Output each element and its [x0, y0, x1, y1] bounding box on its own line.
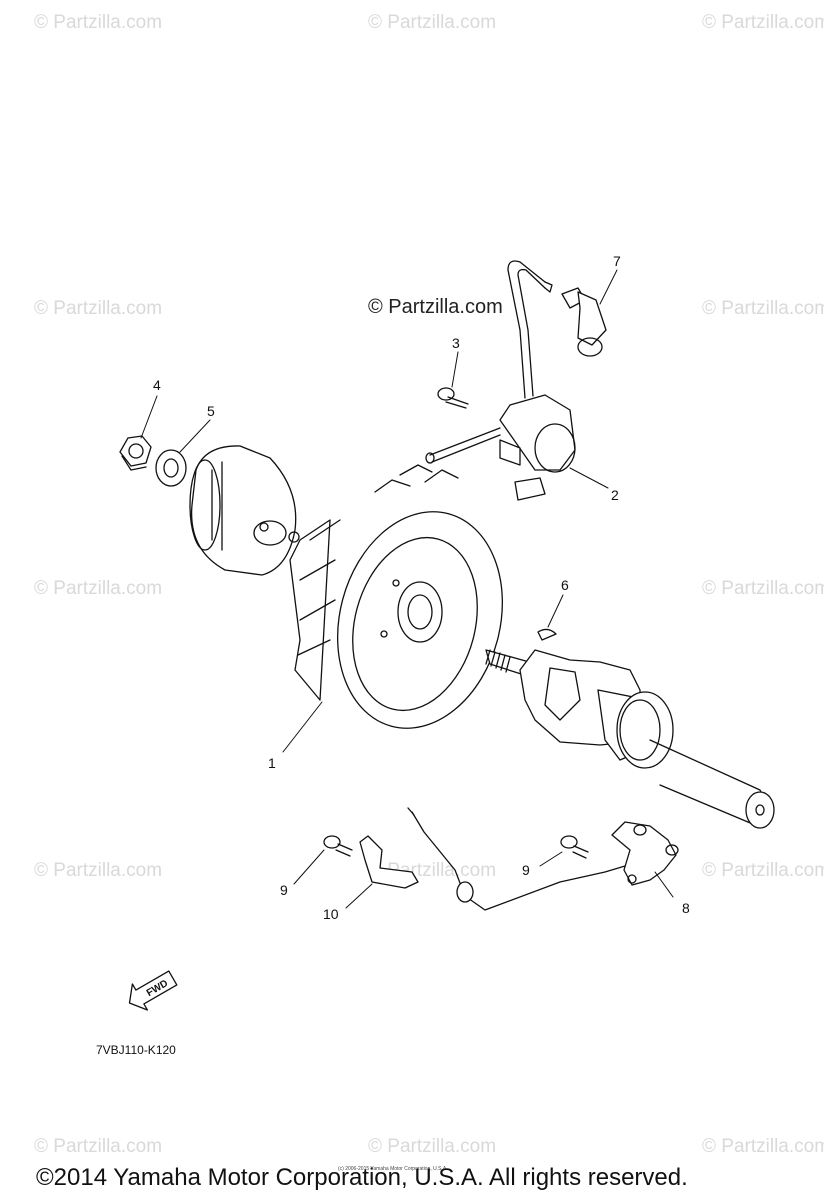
watermark-top-left: © Partzilla.com — [34, 12, 163, 33]
part-ignition-coil[interactable] — [425, 260, 576, 501]
watermark-row4-left: © Partzilla.com — [34, 860, 163, 881]
part-flywheel[interactable] — [289, 464, 526, 747]
watermark-bottom-center: © Partzilla.com — [368, 1136, 497, 1157]
watermark-bottom-left: © Partzilla.com — [34, 1136, 163, 1157]
fwd-arrow-icon: FWD — [128, 970, 178, 1011]
watermark-row2-right: © Partzilla.com — [702, 298, 824, 319]
part-sensor-wire[interactable] — [407, 807, 626, 911]
part-crankshaft[interactable] — [485, 649, 775, 829]
part-screw-3[interactable] — [437, 387, 469, 409]
callout-5: 5 — [207, 403, 215, 419]
part-bolt-9-left[interactable] — [323, 835, 353, 857]
center-watermark: © Partzilla.com — [368, 296, 503, 318]
watermark-row2-left: © Partzilla.com — [34, 298, 163, 319]
part-nut[interactable] — [119, 435, 152, 471]
watermark-bottom-right: © Partzilla.com — [702, 1136, 824, 1157]
callout-9-right: 9 — [522, 862, 530, 878]
callout-8: 8 — [682, 900, 690, 916]
part-bracket[interactable] — [359, 835, 419, 889]
watermark-row3-right: © Partzilla.com — [702, 578, 824, 599]
copyright-notice: ©2014 Yamaha Motor Corporation, U.S.A. A… — [36, 1164, 688, 1191]
leader-lines — [140, 269, 674, 909]
tiny-copyright: (c) 2006-2015 Yamaha Motor Corporation, … — [338, 1166, 448, 1172]
watermark-row4-right: © Partzilla.com — [702, 860, 824, 881]
callout-6: 6 — [561, 577, 569, 593]
callout-2: 2 — [611, 487, 619, 503]
callout-4: 4 — [153, 377, 161, 393]
part-washer[interactable] — [155, 449, 187, 487]
callout-7: 7 — [613, 253, 621, 269]
watermark-row3-left: © Partzilla.com — [34, 578, 163, 599]
diagram-code: 7VBJ110-K120 — [96, 1043, 176, 1057]
watermark-top-right: © Partzilla.com — [702, 12, 824, 33]
part-starter-cup[interactable] — [189, 445, 300, 576]
callout-3: 3 — [452, 335, 460, 351]
callout-9-left: 9 — [280, 882, 288, 898]
watermark-top-center: © Partzilla.com — [368, 12, 497, 33]
part-pulser-coil[interactable] — [611, 821, 679, 886]
part-key[interactable] — [537, 628, 557, 641]
callout-1: 1 — [268, 755, 276, 771]
part-bolt-9-right[interactable] — [560, 835, 589, 859]
part-plug-cap[interactable] — [561, 287, 607, 357]
callout-10: 10 — [323, 906, 339, 922]
